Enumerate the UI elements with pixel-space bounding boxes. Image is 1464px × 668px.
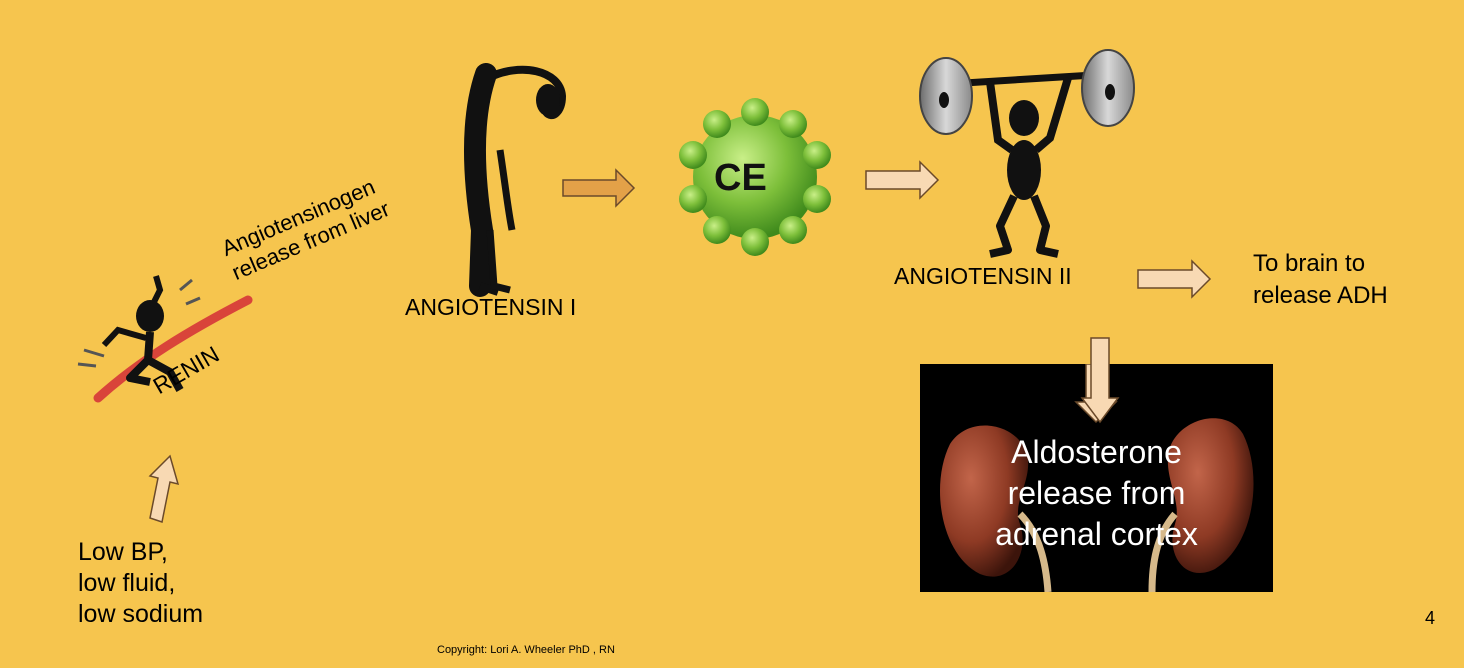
kidney-image: [940, 364, 1254, 592]
trigger-line-2: low fluid,: [78, 569, 176, 597]
arrow-ce-to-ang2: [865, 160, 940, 200]
angiotensin-1-label: ANGIOTENSIN I: [405, 294, 577, 320]
renin-runner-icon: [77, 275, 253, 403]
angiotensin-1-figure-icon: [464, 63, 567, 297]
brain-line-2: release ADH: [1253, 282, 1388, 309]
copyright-text: Copyright: Lori A. Wheeler PhD , RN: [437, 644, 615, 656]
brain-adh-label: To brain to release ADH: [1253, 248, 1388, 312]
trigger-conditions: Low BP, low fluid, low sodium: [78, 537, 203, 630]
trigger-line-1: Low BP,: [78, 538, 168, 566]
trigger-line-3: low sodium: [78, 600, 204, 628]
aldosterone-line-2: release from: [1007, 475, 1186, 511]
ce-enzyme-icon: [679, 98, 831, 256]
angiotensin-2-weightlifter-icon: [919, 49, 1135, 258]
brain-line-1: To brain to: [1253, 250, 1366, 277]
page-number: 4: [1425, 608, 1436, 628]
arrow-ang1-to-ce: [562, 168, 636, 208]
aldosterone-line-1: Aldosterone: [1011, 434, 1182, 470]
arrow-ang2-to-brain: [1137, 259, 1212, 299]
aldosterone-text: Aldosterone release from adrenal cortex: [920, 432, 1273, 555]
ce-enzyme-label: CE: [714, 157, 767, 199]
arrow-ang2-to-aldosterone: [1080, 337, 1120, 424]
arrow-trigger-to-renin: [148, 454, 180, 523]
angiotensin-2-label: ANGIOTENSIN II: [894, 263, 1072, 289]
aldosterone-line-3: adrenal cortex: [995, 516, 1198, 552]
